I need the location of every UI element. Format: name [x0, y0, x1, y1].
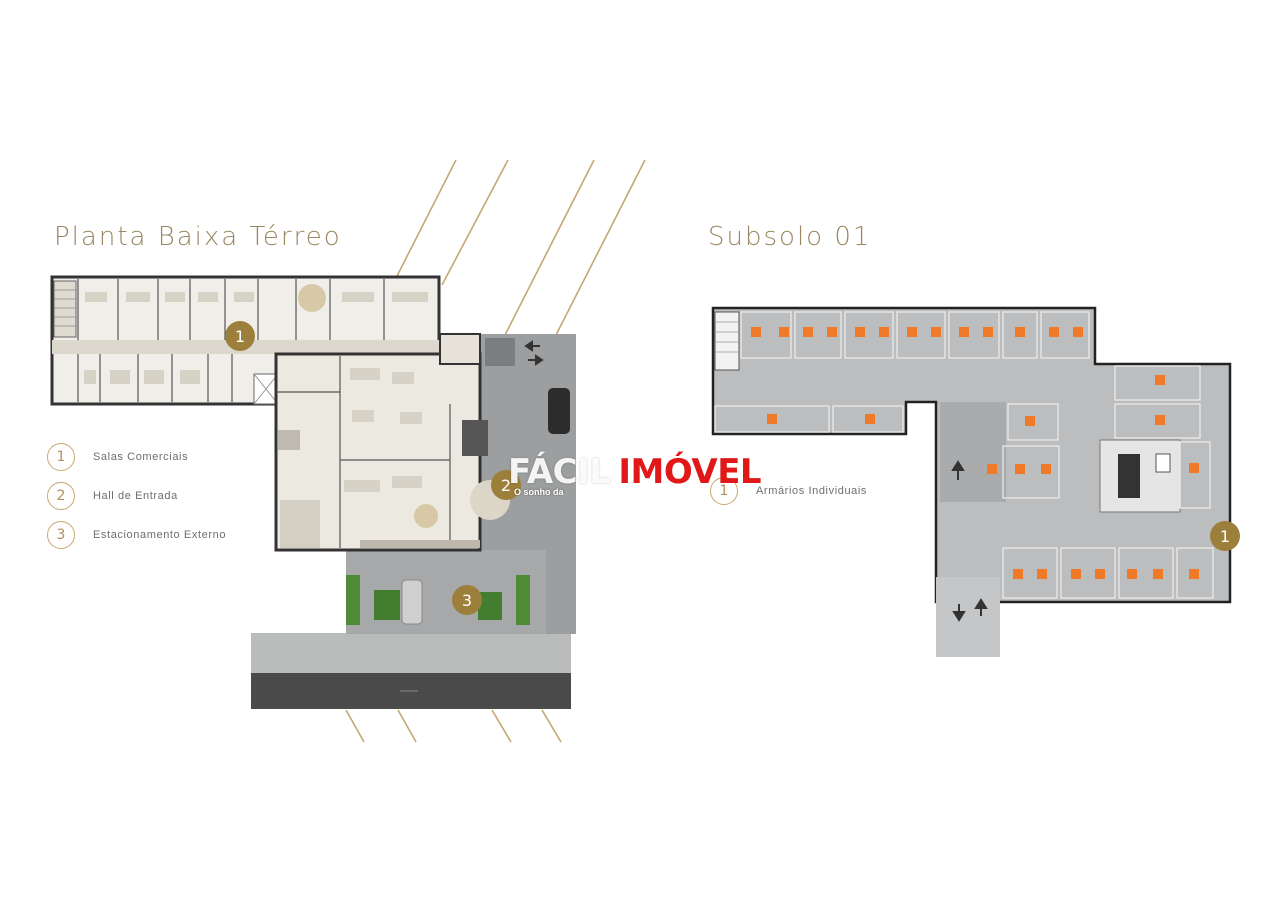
legend-label: Armários Individuais [756, 485, 868, 497]
marker-estacionamento-externo: 3 [452, 585, 482, 615]
legend-item-estacionamento-externo: 3 Estacionamento Externo [47, 521, 226, 549]
legend-number: 2 [47, 482, 75, 510]
marker-armarios-individuais: 1 [1210, 521, 1240, 551]
marker-salas-comerciais: 1 [225, 321, 255, 351]
watermark-brand-part2: IMÓVEL [618, 452, 762, 492]
legend-number: 1 [47, 443, 75, 471]
parked-car [401, 579, 423, 625]
decorative-diagonal-lines [345, 159, 646, 743]
ramp [936, 577, 1000, 657]
basement-title: Subsolo 01 [708, 222, 872, 252]
watermark-brand-part1: FÁCIL [508, 452, 611, 492]
ground-floor-title: Planta Baixa Térreo [54, 222, 342, 252]
direction-arrows [524, 340, 988, 622]
basement-plan [524, 306, 1232, 657]
watermark-tagline: O sonho da [514, 487, 564, 497]
legend-item-hall-de-entrada: 2 Hall de Entrada [47, 482, 178, 510]
locker-markers [751, 327, 1199, 579]
legend-item-salas-comerciais: 1 Salas Comerciais [47, 443, 188, 471]
legend-label: Salas Comerciais [93, 451, 189, 463]
legend-label: Hall de Entrada [93, 490, 178, 502]
legend-label: Estacionamento Externo [93, 529, 227, 541]
legend-number: 3 [47, 521, 75, 549]
ground-floor-plan [50, 275, 576, 709]
legend-number: 1 [710, 477, 738, 505]
legend-item-armarios-individuais: 1 Armários Individuais [710, 477, 867, 505]
car [548, 388, 570, 434]
marker-hall-de-entrada: 2 [491, 470, 521, 500]
sidewalk [251, 633, 571, 673]
